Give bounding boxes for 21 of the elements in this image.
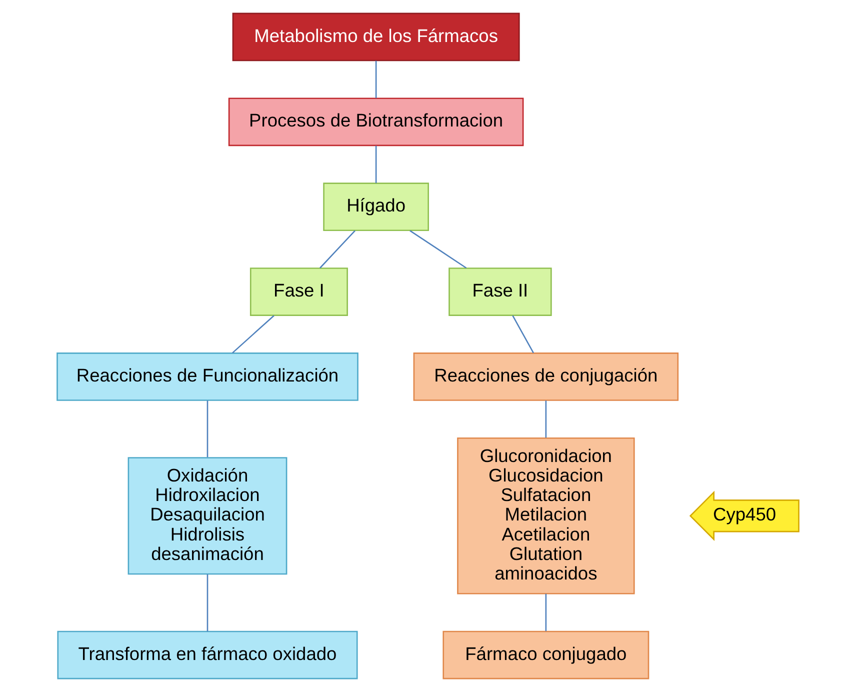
node-box: Procesos de Biotransformacion (228, 98, 524, 146)
node-box: Oxidación Hidroxilacion Desaquilacion Hidrolisis desanimación (128, 457, 288, 575)
connector (545, 400, 547, 438)
connector (375, 60, 377, 98)
connector (320, 230, 356, 268)
node-box: Glucoronidacion Glucosidacion Sulfatacion Metilacion Acetilacion Glutation aminoacidos (457, 437, 635, 594)
connector (512, 315, 534, 354)
connector (375, 146, 377, 184)
connector (410, 230, 467, 269)
node-box: Fase II (448, 268, 552, 316)
node-box: Transforma en fármaco oxidado (57, 630, 358, 680)
connector (545, 594, 547, 632)
connector (206, 574, 208, 632)
node-box: Metabolismo de los Fármacos (232, 12, 520, 62)
node-box: Reacciones de conjugación (413, 352, 679, 401)
node-box: Reacciones de Funcionalización (56, 352, 358, 401)
node-box: Fase I (250, 268, 348, 316)
connector (232, 315, 274, 354)
node-box: Fármaco conjugado (442, 630, 650, 680)
connector (206, 400, 208, 458)
node-box: Hígado (323, 182, 429, 232)
